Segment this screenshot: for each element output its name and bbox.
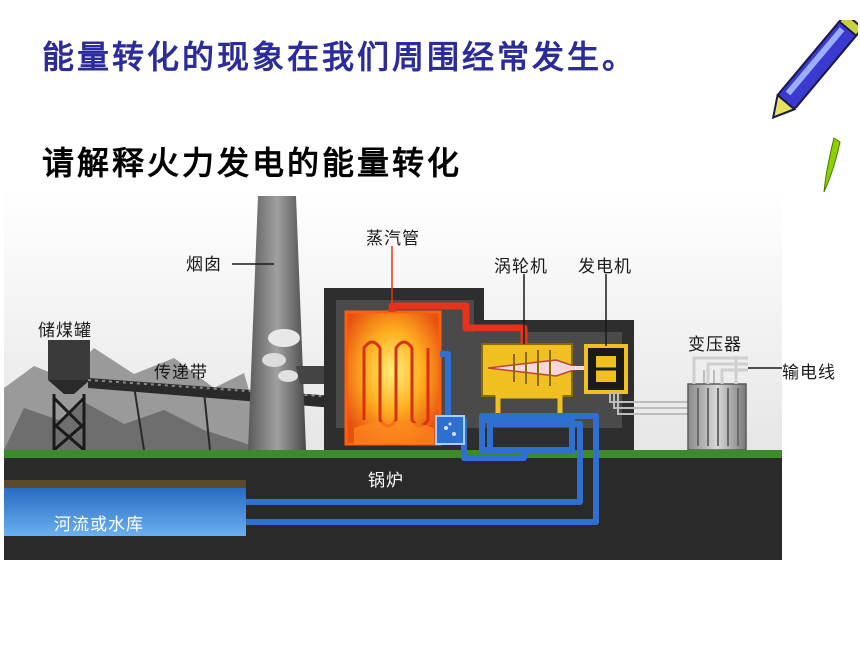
water-pump xyxy=(435,415,465,445)
label-steam-pipe: 蒸汽管 xyxy=(366,229,420,249)
boiler xyxy=(344,310,442,446)
label-chimney: 烟囱 xyxy=(186,255,222,275)
label-coal-bunker: 储煤罐 xyxy=(38,321,92,341)
chimney xyxy=(248,196,306,450)
river xyxy=(4,480,246,536)
condenser xyxy=(479,417,575,453)
label-conveyor: 传递带 xyxy=(154,363,208,383)
power-plant-diagram: 烟囱 蒸汽管 涡轮机 发电机 储煤罐 传递带 变压器 锅炉 河流或水库 xyxy=(4,188,782,560)
label-turbine: 涡轮机 xyxy=(494,257,548,277)
label-boiler: 锅炉 xyxy=(368,471,404,491)
label-river: 河流或水库 xyxy=(54,515,144,535)
generator xyxy=(584,344,628,394)
label-transformer: 变压器 xyxy=(688,335,742,355)
slide-subheading: 请解释火力发电的能量转化 xyxy=(42,144,463,182)
transformer xyxy=(687,356,748,451)
slide-heading: 能量转化的现象在我们周围经常发生。 xyxy=(42,38,638,76)
grass-strip xyxy=(4,450,782,458)
pen-icon xyxy=(771,20,858,193)
coal-bunker xyxy=(48,340,90,452)
label-power-line: 输电线 xyxy=(782,363,836,383)
label-generator: 发电机 xyxy=(578,257,632,277)
